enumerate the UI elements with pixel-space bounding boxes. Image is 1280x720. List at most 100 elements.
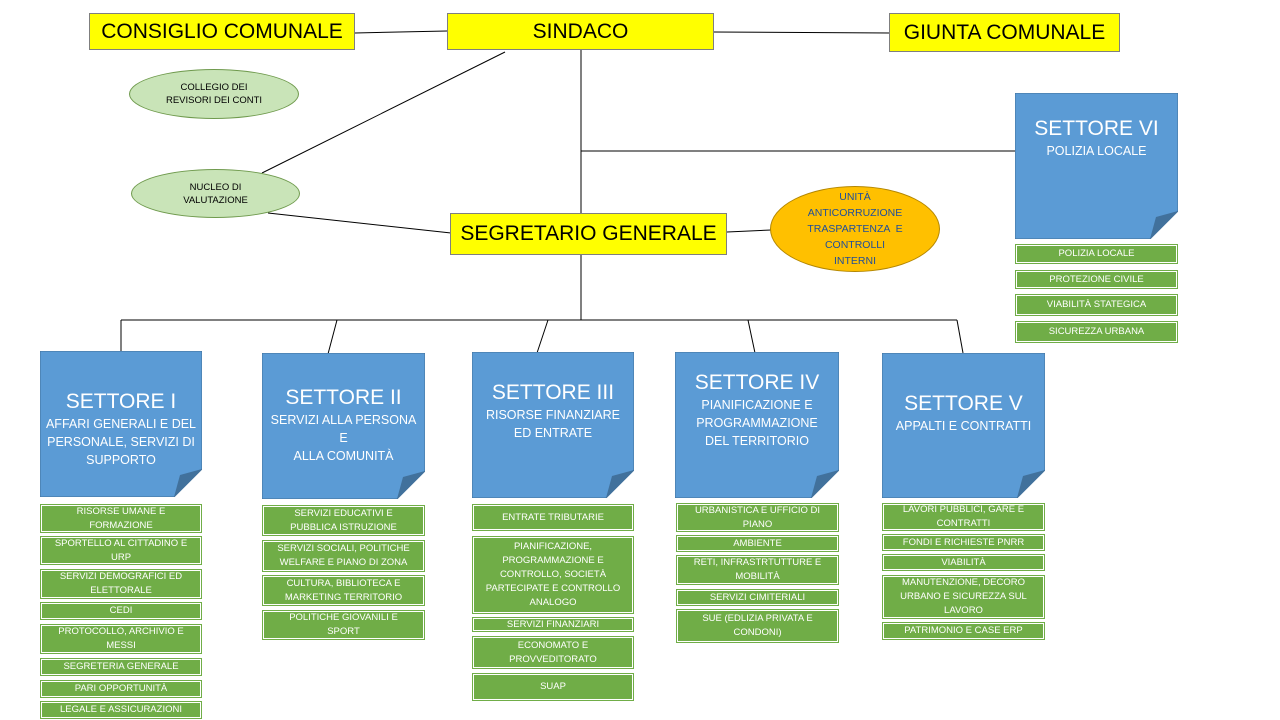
service-box: MANUTENZIONE, DECORO URBANO E SICUREZZA … bbox=[883, 576, 1044, 618]
unita-anticorruzione-ellipse: UNITÀ ANTICORRUZIONE TRASPARTENZA E CONT… bbox=[770, 186, 940, 272]
settore-i-title: SETTORE I bbox=[65, 390, 177, 413]
settore-i-subtitle-line: PERSONALE, SERVIZI DI bbox=[47, 435, 195, 449]
service-box: URBANISTICA E UFFICIO DI PIANO bbox=[677, 504, 838, 531]
service-box: LAVORI PUBBLICI, GARE E CONTRATTI bbox=[883, 504, 1044, 530]
line-bus-settore-iv bbox=[747, 319, 756, 354]
service-box: SERVIZI FINANZIARI bbox=[473, 618, 633, 631]
service-box: CULTURA, BIBLIOTECA E MARKETING TERRITOR… bbox=[263, 576, 424, 605]
settore-i-card: SETTORE I AFFARI GENERALI E DEL PERSONAL… bbox=[40, 351, 202, 497]
service-line: PROTEZIONE CIVILE bbox=[1049, 273, 1144, 285]
service-box: RETI, INFRASTRTUTTURE E MOBILITÀ bbox=[677, 556, 838, 584]
service-line: PROVVEDITORATO bbox=[509, 653, 597, 665]
service-line: MOBILITÀ bbox=[735, 571, 780, 582]
service-line: SERVIZI CIMITERIALI bbox=[709, 591, 806, 603]
service-line: PUBBLICA ISTRUZIONE bbox=[290, 521, 397, 533]
line-consiglio-sindaco bbox=[354, 30, 448, 34]
settore-i-subtitle-line: AFFARI GENERALI E DEL bbox=[45, 417, 197, 431]
service-line: SERVIZI FINANZIARI bbox=[506, 618, 600, 630]
service-line: FONDI E RICHIESTE PNRR bbox=[902, 536, 1025, 548]
service-box: VIABILITÀ STATEGICA bbox=[1016, 295, 1177, 315]
service-box: POLITICHE GIOVANILI E SPORT bbox=[263, 611, 424, 639]
settore-iv-card: SETTORE IV PIANIFICAZIONE E PROGRAMMAZIO… bbox=[675, 352, 839, 498]
service-box: LEGALE E ASSICURAZIONI bbox=[41, 702, 201, 718]
service-line: CEDI bbox=[109, 605, 133, 616]
service-line: WELFARE E PIANO DI ZONA bbox=[279, 557, 408, 568]
service-line: VIABILITÀ STATEGICA bbox=[1046, 299, 1147, 310]
service-box: SICUREZZA URBANA bbox=[1016, 322, 1177, 342]
segretario-generale-box: SEGRETARIO GENERALE bbox=[450, 213, 727, 255]
service-line: LAVORO bbox=[944, 605, 983, 616]
service-box: SERVIZI CIMITERIALI bbox=[677, 590, 838, 605]
consiglio-comunale-box: CONSIGLIO COMUNALE bbox=[89, 13, 355, 50]
service-line: SICUREZZA URBANA bbox=[1048, 326, 1145, 337]
settore-iii-card: SETTORE III RISORSE FINANZIARE ED ENTRAT… bbox=[472, 352, 634, 498]
line-bus-settore-ii bbox=[327, 319, 338, 355]
service-line: SERVIZI SOCIALI, POLITICHE bbox=[277, 543, 410, 554]
service-line: ECONOMATO E bbox=[517, 639, 589, 651]
settore-iv-title: SETTORE IV bbox=[694, 371, 820, 394]
service-box: POLIZIA LOCALE bbox=[1016, 245, 1177, 263]
service-line: URBANO E SICUREZZA SUL bbox=[900, 591, 1027, 602]
service-line: PARTECIPATE E CONTROLLO bbox=[485, 583, 621, 594]
line-bus-settore-v bbox=[956, 319, 964, 354]
nucleo-line: VALUTAZIONE bbox=[183, 194, 248, 206]
service-box: AMBIENTE bbox=[677, 536, 838, 551]
line-sindaco-giunta bbox=[712, 31, 891, 34]
consiglio-comunale-label: CONSIGLIO COMUNALE bbox=[101, 19, 343, 43]
settore-iii-title: SETTORE III bbox=[491, 381, 615, 404]
service-line: SERVIZI DEMOGRAFICI ED bbox=[59, 571, 183, 582]
service-line: PROTOCOLLO, ARCHIVIO E bbox=[58, 626, 184, 637]
line-nucleo-segretario bbox=[267, 212, 452, 234]
settore-iv-subtitle-line: DEL TERRITORIO bbox=[705, 434, 809, 448]
service-line: PIANO bbox=[742, 518, 773, 530]
collegio-revisori-ellipse: COLLEGIO DEI REVISORI DEI CONTI bbox=[129, 69, 299, 119]
service-line: MESSI bbox=[106, 640, 136, 651]
settore-ii-card: SETTORE II SERVIZI ALLA PERSONA E ALLA C… bbox=[262, 353, 425, 499]
service-line: SEGRETERIA GENERALE bbox=[63, 661, 179, 672]
service-box: SERVIZI SOCIALI, POLITICHE WELFARE E PIA… bbox=[263, 541, 424, 571]
settore-v-subtitle-line: APPALTI E CONTRATTI bbox=[895, 419, 1032, 433]
service-box: PROTEZIONE CIVILE bbox=[1016, 271, 1177, 288]
service-box: PATRIMONIO E CASE ERP bbox=[883, 623, 1044, 639]
settore-vi-subtitle-line: POLIZIA LOCALE bbox=[1046, 144, 1147, 158]
service-line: SPORT bbox=[327, 626, 360, 637]
service-line: FORMAZIONE bbox=[89, 519, 153, 531]
line-bus-settore-iii bbox=[536, 319, 549, 354]
service-box: PIANIFICAZIONE, PROGRAMMAZIONE E CONTROL… bbox=[473, 537, 633, 613]
settore-ii-subtitle-line: SERVIZI ALLA PERSONA E bbox=[270, 413, 417, 445]
settore-iv-subtitle-line: PROGRAMMAZIONE bbox=[696, 416, 818, 430]
service-line: MANUTENZIONE, DECORO bbox=[902, 577, 1025, 588]
service-line: SPORTELLO AL CITTADINO E bbox=[54, 537, 188, 549]
giunta-comunale-box: GIUNTA COMUNALE bbox=[889, 13, 1120, 52]
service-line: CULTURA, BIBLIOTECA E bbox=[286, 577, 401, 589]
settore-iii-subtitle-line: RISORSE FINANZIARE bbox=[485, 408, 621, 422]
settore-v-title: SETTORE V bbox=[904, 392, 1023, 415]
service-line: SUE (EDLIZIA PRIVATA E bbox=[702, 613, 813, 624]
settore-iii-subtitle-line: ED ENTRATE bbox=[513, 426, 593, 440]
nucleo-line: NUCLEO DI bbox=[189, 181, 242, 193]
settore-i-subtitle-line: SUPPORTO bbox=[86, 453, 156, 467]
settore-v-card: SETTORE V APPALTI E CONTRATTI bbox=[882, 353, 1045, 498]
unita-line: TRASPARTENZA E bbox=[807, 223, 903, 235]
service-box: SEGRETERIA GENERALE bbox=[41, 659, 201, 675]
service-line: POLIZIA LOCALE bbox=[1058, 248, 1135, 259]
sindaco-label: SINDACO bbox=[532, 20, 629, 43]
giunta-comunale-label: GIUNTA COMUNALE bbox=[903, 20, 1106, 44]
service-line: ELETTORALE bbox=[90, 585, 152, 596]
service-line: ENTRATE TRIBUTARIE bbox=[502, 511, 604, 523]
service-box: SUE (EDLIZIA PRIVATA E CONDONI) bbox=[677, 610, 838, 642]
service-line: VIABILITÀ bbox=[941, 556, 986, 568]
service-line: PROGRAMMAZIONE E bbox=[502, 555, 604, 566]
service-line: SERVIZI EDUCATIVI E bbox=[294, 507, 393, 519]
unita-line: CONTROLLI bbox=[824, 239, 886, 251]
service-line: PARI OPPORTUNITÀ bbox=[74, 683, 168, 694]
unita-line: UNITÀ bbox=[839, 191, 871, 203]
settore-vi-title: SETTORE VI bbox=[1034, 117, 1159, 140]
service-line: SUAP bbox=[540, 681, 566, 692]
unita-line: INTERNI bbox=[834, 255, 876, 267]
settore-vi-card: SETTORE VI POLIZIA LOCALE bbox=[1015, 93, 1178, 239]
service-line: CONTRATTI bbox=[936, 518, 991, 529]
unita-line: ANTICORRUZIONE bbox=[807, 207, 903, 219]
service-line: RISORSE UMANE E bbox=[76, 505, 166, 517]
